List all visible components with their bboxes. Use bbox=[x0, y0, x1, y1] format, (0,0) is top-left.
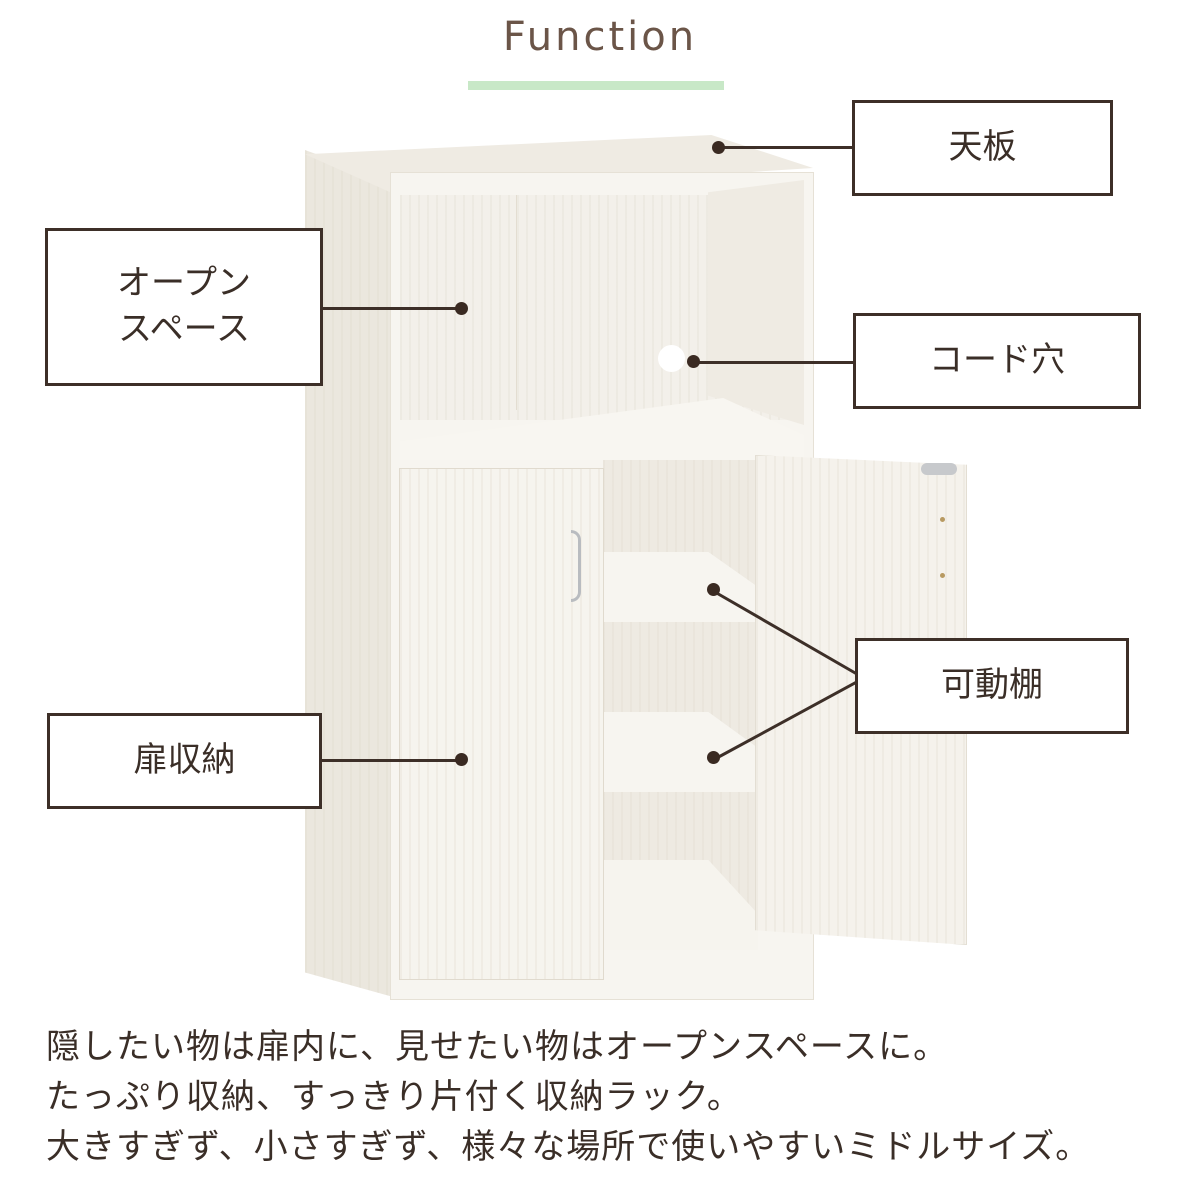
description-line-2: たっぷり収納、すっきり片付く収納ラック。 bbox=[46, 1077, 742, 1117]
door-peg-1 bbox=[940, 517, 945, 522]
description-line-1: 隠したい物は扉内に、見せたい物はオープンスペースに。 bbox=[46, 1027, 949, 1067]
callout-dot-shelf-1 bbox=[707, 583, 720, 596]
callout-dot-top-board bbox=[712, 141, 725, 154]
cord-hole bbox=[658, 345, 685, 372]
callout-label: 扉収納 bbox=[133, 740, 236, 781]
callout-label: 可動棚 bbox=[941, 665, 1043, 706]
product-description: 隠したい物は扉内に、見せたい物はオープンスペースに。 たっぷり収納、すっきり片付… bbox=[46, 1022, 1090, 1172]
open-space-back-seam bbox=[516, 195, 517, 410]
callout-line-open-space bbox=[322, 307, 462, 310]
title-underline bbox=[468, 81, 724, 90]
door-handle bbox=[571, 530, 581, 602]
callout-adjustable-shelf: 可動棚 bbox=[855, 638, 1129, 734]
callout-label: コード穴 bbox=[929, 340, 1065, 381]
callout-dot-open-space bbox=[455, 302, 468, 315]
callout-dot-shelf-2 bbox=[707, 751, 720, 764]
callout-line-cord-hole bbox=[694, 361, 856, 364]
callout-label: 天板 bbox=[948, 127, 1017, 168]
callout-line-top-board bbox=[718, 146, 854, 149]
description-line-3: 大きすぎず、小さすぎず、様々な場所で使いやすいミドルサイズ。 bbox=[46, 1127, 1091, 1167]
callout-cord-hole: コード穴 bbox=[853, 313, 1141, 409]
callout-label-line-1: オープン bbox=[117, 263, 251, 304]
left-door bbox=[399, 468, 604, 980]
callout-label-line-2: スペース bbox=[118, 309, 250, 349]
section-title: Function bbox=[502, 14, 698, 60]
door-peg-2 bbox=[940, 573, 945, 578]
callout-dot-cord-hole bbox=[687, 355, 700, 368]
open-space-right-wall bbox=[708, 180, 804, 425]
callout-dot-door-storage bbox=[455, 753, 468, 766]
callout-open-space: オープン スペース bbox=[45, 228, 323, 386]
callout-line-door-storage bbox=[320, 759, 462, 762]
door-magnet-catch bbox=[921, 463, 957, 475]
callout-door-storage: 扉収納 bbox=[47, 713, 322, 809]
callout-top-board: 天板 bbox=[852, 100, 1113, 196]
